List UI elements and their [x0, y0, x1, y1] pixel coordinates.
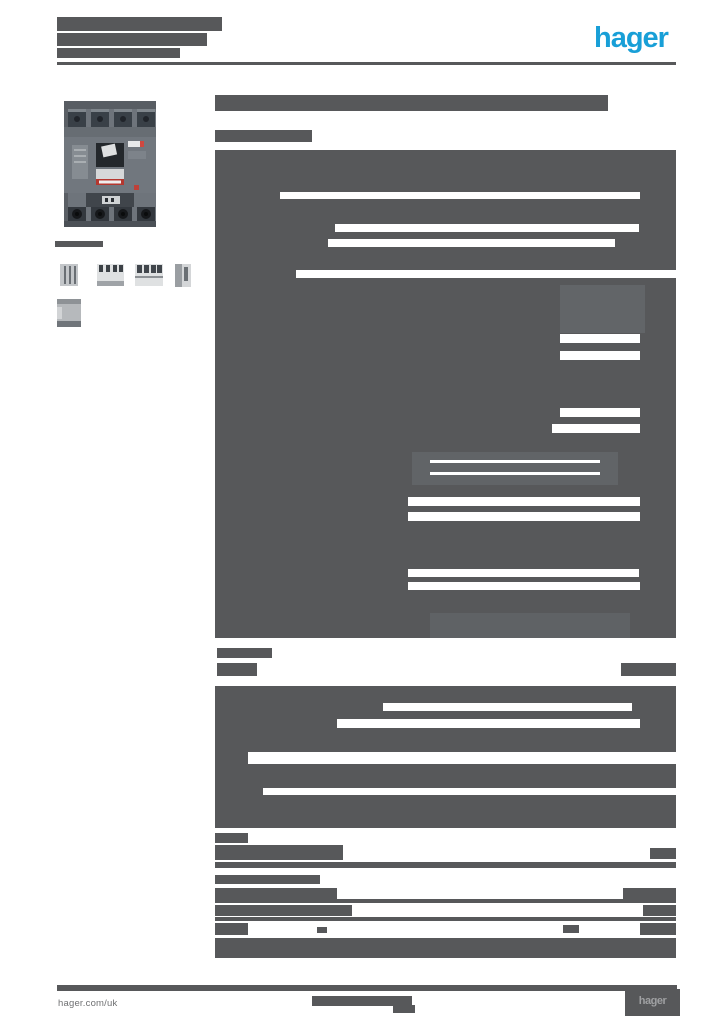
redacted-text-bar: [650, 848, 676, 859]
footer-hager-logo-text: hager: [638, 995, 667, 1007]
redacted-text-bar: [215, 905, 352, 916]
accessory-thumbnail-2: [97, 264, 124, 286]
row-gap: [552, 424, 640, 433]
footer-website-box: hager.com/uk: [53, 992, 170, 1018]
product-photo: [58, 95, 170, 237]
redacted-text-bar: [215, 917, 676, 921]
redacted-text-bar: [215, 875, 320, 884]
row-gap: [560, 351, 640, 360]
row-gap: [328, 239, 615, 247]
accessory-thumbnail-4: [175, 264, 191, 287]
footer-hager-logo-box: hager: [625, 989, 680, 1016]
accessory-thumbnail-3: [135, 264, 163, 286]
row-gap: [248, 752, 676, 764]
redacted-text-bar: [217, 648, 272, 658]
mccb-breaker-image: [64, 101, 156, 227]
row-gap: [408, 497, 640, 506]
redacted-text-bar: [57, 48, 180, 58]
redacted-text-bar: [55, 241, 103, 247]
row-gap: [430, 460, 600, 463]
redacted-text-bar: [215, 862, 676, 868]
redacted-text-bar: [215, 833, 248, 843]
redacted-text-bar: [215, 95, 608, 111]
redacted-text-bar: [412, 452, 618, 485]
redacted-text-bar: [215, 686, 676, 696]
row-gap: [560, 334, 640, 343]
redacted-text-bar: [57, 33, 207, 46]
footer-website-link[interactable]: hager.com/uk: [58, 998, 118, 1009]
row-gap: [430, 472, 600, 475]
row-gap: [335, 224, 639, 232]
redacted-text-bar: [57, 17, 222, 31]
row-gap: [337, 719, 640, 728]
row-gap: [280, 192, 640, 199]
hager-logo: hager: [594, 22, 669, 54]
redacted-text-bar: [393, 1005, 415, 1013]
redacted-text-bar: [57, 985, 677, 991]
accessory-thumbnail-1: [60, 264, 78, 286]
redacted-text-bar: [215, 845, 343, 860]
row-gap: [263, 788, 676, 795]
redacted-text-bar: [317, 927, 327, 933]
row-gap: [383, 703, 632, 711]
redacted-text-bar: [217, 663, 257, 676]
row-gap: [560, 408, 640, 417]
redacted-text-bar: [215, 899, 676, 903]
redacted-text-bar: [640, 923, 676, 935]
redacted-text-bar: [215, 130, 312, 142]
redacted-text-bar: [560, 285, 645, 333]
accessory-thumbnail-5: [57, 299, 81, 327]
row-gap: [408, 569, 639, 577]
redacted-text-bar: [621, 663, 676, 676]
row-gap: [296, 270, 676, 278]
redacted-text-bar: [430, 613, 630, 638]
redacted-text-bar: [643, 905, 676, 916]
redacted-text-bar: [312, 996, 412, 1006]
redacted-text-bar: [623, 888, 676, 899]
redacted-text-bar: [563, 925, 579, 933]
redacted-text-bar: [57, 62, 676, 65]
row-gap: [408, 512, 640, 521]
redacted-text-bar: [215, 938, 676, 958]
redacted-text-bar: [215, 923, 248, 935]
row-gap: [408, 582, 640, 590]
redacted-text-bar: [215, 888, 337, 899]
